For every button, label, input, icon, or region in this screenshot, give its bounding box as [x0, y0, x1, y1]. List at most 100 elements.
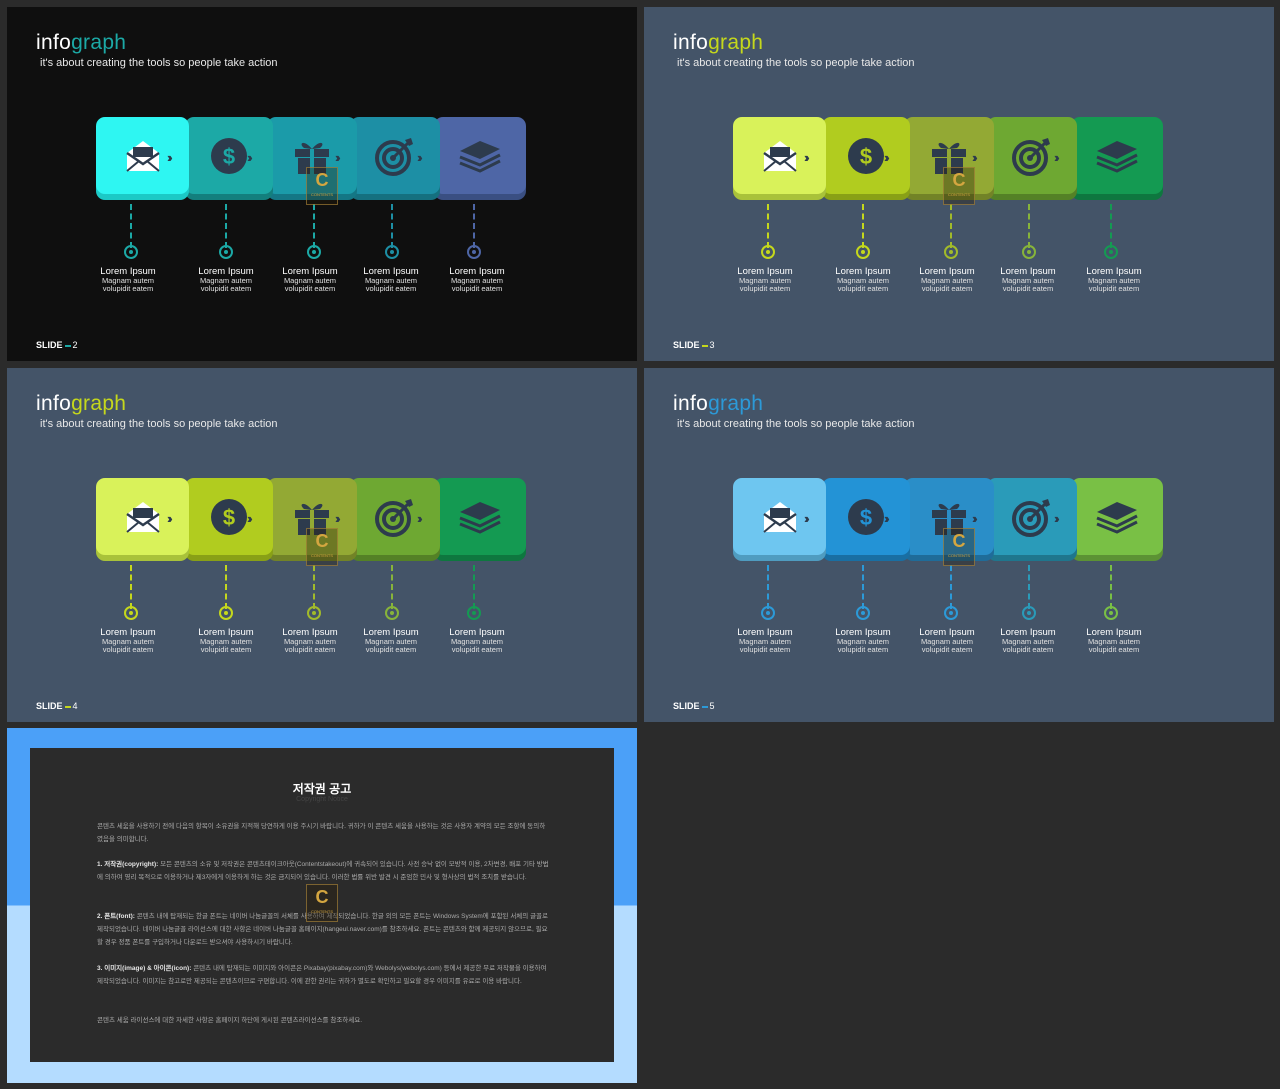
- step-label-4: Lorem Ipsum Magnam autem volupidit eatem: [988, 266, 1068, 293]
- step-title: Lorem Ipsum: [1000, 266, 1056, 277]
- chevron-right-icon: ››: [417, 511, 422, 526]
- step-title: Lorem Ipsum: [835, 627, 891, 638]
- step-tile-3: [267, 117, 357, 194]
- step-tile-2: $: [822, 117, 910, 194]
- step-marker: [1022, 245, 1036, 259]
- connector-line: [130, 565, 132, 609]
- step-marker: [761, 245, 775, 259]
- step-label-3: Lorem Ipsum Magnam autem volupidit eatem: [270, 266, 350, 293]
- connector-line: [1028, 565, 1030, 609]
- chevron-right-icon: ››: [417, 150, 422, 165]
- section-heading: 3. 이미지(image) & 아이콘(icon):: [97, 965, 192, 972]
- step-title: Lorem Ipsum: [919, 266, 975, 277]
- step-title: Lorem Ipsum: [198, 266, 254, 277]
- step-label-1: Lorem Ipsum Magnam autem volupidit eatem: [88, 627, 168, 654]
- section-text: 모든 콘텐츠의 소유 및 저작권은 콘텐츠테이크아웃(Contentstakeo…: [97, 861, 549, 881]
- step-label-1: Lorem Ipsum Magnam autem volupidit eatem: [725, 266, 805, 293]
- step-desc-1: Magnam autem: [450, 637, 504, 646]
- step-tile-1: [96, 478, 189, 555]
- slide-label: SLIDE: [673, 340, 700, 350]
- copyright-section-3: 3. 이미지(image) & 아이콘(icon): 콘텐츠 내에 탑재되는 이…: [97, 962, 549, 988]
- step-title: Lorem Ipsum: [737, 266, 793, 277]
- connector-line: [313, 204, 315, 248]
- step-desc-1: Magnam autem: [199, 276, 253, 285]
- chevron-right-icon: ››: [804, 511, 809, 526]
- svg-text:$: $: [860, 144, 872, 169]
- step-tile-5: [1071, 117, 1163, 194]
- step-title: Lorem Ipsum: [737, 627, 793, 638]
- step-tile-3: [904, 117, 994, 194]
- connector-line: [225, 565, 227, 609]
- section-heading: 1. 저작권(copyright):: [97, 861, 159, 868]
- step-marker: [856, 606, 870, 620]
- slide-subtitle: it's about creating the tools so people …: [40, 418, 278, 430]
- chevron-right-icon: ››: [884, 511, 889, 526]
- step-desc-2: volupidit eatem: [1088, 284, 1140, 293]
- step-label-2: Lorem Ipsum Magnam autem volupidit eatem: [823, 627, 903, 654]
- slide-number-value: 3: [709, 340, 715, 350]
- step-desc-1: Magnam autem: [364, 276, 418, 285]
- step-title: Lorem Ipsum: [835, 266, 891, 277]
- slide-title: infograph: [673, 31, 763, 55]
- step-desc-2: volupidit eatem: [837, 284, 889, 293]
- step-label-1: Lorem Ipsum Magnam autem volupidit eatem: [725, 627, 805, 654]
- step-title: Lorem Ipsum: [1086, 627, 1142, 638]
- step-desc-2: volupidit eatem: [1002, 284, 1054, 293]
- step-tile-5: [434, 117, 526, 194]
- chevron-right-icon: ››: [167, 150, 172, 165]
- slide-number: SLIDE 3: [673, 340, 715, 350]
- step-desc-1: Magnam autem: [101, 276, 155, 285]
- chevron-right-icon: ››: [247, 511, 252, 526]
- step-desc-2: volupidit eatem: [451, 645, 503, 654]
- step-title: Lorem Ipsum: [449, 266, 505, 277]
- step-tile-4: [350, 478, 440, 555]
- connector-line: [950, 204, 952, 248]
- step-desc-1: Magnam autem: [101, 637, 155, 646]
- step-desc-1: Magnam autem: [1087, 637, 1141, 646]
- step-desc-2: volupidit eatem: [739, 645, 791, 654]
- step-marker: [1104, 245, 1118, 259]
- connector-line: [225, 204, 227, 248]
- svg-text:$: $: [860, 505, 872, 530]
- copyright-section-2: 2. 폰트(font): 콘텐츠 내에 탑재되는 한글 폰트는 네이버 나눔글꼴…: [97, 910, 549, 949]
- chevron-right-icon: ››: [884, 150, 889, 165]
- step-marker: [1022, 606, 1036, 620]
- step-desc-1: Magnam autem: [920, 276, 974, 285]
- step-desc-2: volupidit eatem: [102, 284, 154, 293]
- step-title: Lorem Ipsum: [100, 266, 156, 277]
- chevron-right-icon: ››: [335, 511, 340, 526]
- chevron-right-icon: ››: [1054, 150, 1059, 165]
- svg-text:$: $: [223, 505, 235, 530]
- step-desc-2: volupidit eatem: [451, 284, 503, 293]
- step-marker: [856, 245, 870, 259]
- copyright-outro: 콘텐츠 세움 라이선스에 대한 자세한 사항은 홈페이지 하단에 게시된 콘텐츠…: [97, 1017, 363, 1024]
- step-title: Lorem Ipsum: [1086, 266, 1142, 277]
- step-desc-2: volupidit eatem: [739, 284, 791, 293]
- step-desc-1: Magnam autem: [199, 637, 253, 646]
- chevron-right-icon: ››: [167, 511, 172, 526]
- step-desc-1: Magnam autem: [920, 637, 974, 646]
- connector-line: [767, 565, 769, 609]
- step-tile-1: [733, 117, 826, 194]
- svg-text:$: $: [223, 144, 235, 169]
- step-desc-1: Magnam autem: [1087, 276, 1141, 285]
- step-desc-2: volupidit eatem: [284, 645, 336, 654]
- step-marker: [219, 606, 233, 620]
- step-desc-1: Magnam autem: [283, 276, 337, 285]
- step-label-5: Lorem Ipsum Magnam autem volupidit eatem: [437, 266, 517, 293]
- copyright-panel: 저작권 공고 Copyright Notice 콘텐츠 세움을 사용하기 전에 …: [30, 748, 614, 1062]
- chevron-right-icon: ››: [804, 150, 809, 165]
- step-desc-1: Magnam autem: [836, 637, 890, 646]
- step-marker: [944, 245, 958, 259]
- step-label-2: Lorem Ipsum Magnam autem volupidit eatem: [186, 627, 266, 654]
- step-title: Lorem Ipsum: [919, 627, 975, 638]
- step-desc-1: Magnam autem: [450, 276, 504, 285]
- connector-line: [862, 204, 864, 248]
- slide-subtitle: it's about creating the tools so people …: [40, 57, 278, 69]
- step-tile-5: [1071, 478, 1163, 555]
- connector-line: [950, 565, 952, 609]
- slide-label: SLIDE: [673, 701, 700, 711]
- step-marker: [124, 245, 138, 259]
- step-marker: [467, 245, 481, 259]
